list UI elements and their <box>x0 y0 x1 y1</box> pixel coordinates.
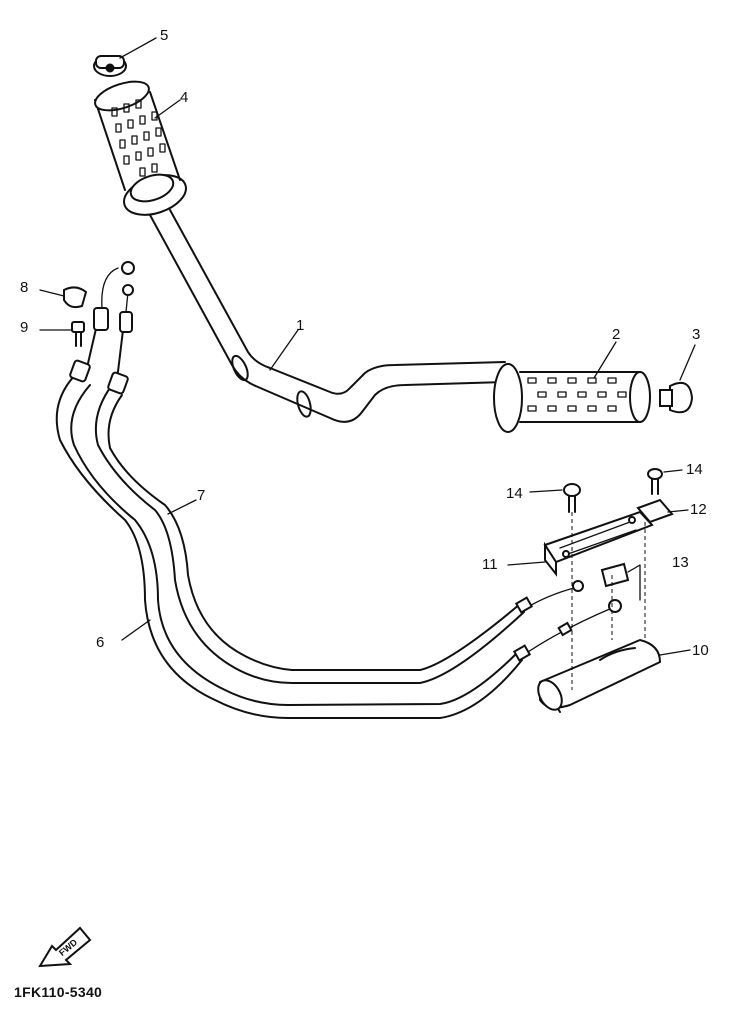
callout-8: 8 <box>20 279 29 296</box>
guide-bolt <box>71 321 85 347</box>
callout-10: 10 <box>692 642 709 659</box>
right-grip <box>493 363 651 433</box>
drawing-code: 1FK110-5340 <box>14 984 103 1000</box>
callout-1: 1 <box>296 317 305 334</box>
callout-2: 2 <box>612 326 621 343</box>
callout-7: 7 <box>197 487 206 504</box>
callout-14-left: 14 <box>506 485 523 502</box>
plate <box>636 498 674 524</box>
housing-cap <box>543 510 654 577</box>
callout-4: 4 <box>180 89 189 106</box>
callout-6: 6 <box>96 634 105 651</box>
throttle-housing <box>537 638 662 713</box>
screw-left <box>563 483 581 513</box>
block <box>600 562 630 588</box>
screw-right <box>647 468 663 495</box>
throttle-cables <box>55 261 622 719</box>
left-grip-end <box>93 55 127 77</box>
fwd-arrow-icon: FWD <box>38 926 92 968</box>
cable-guide <box>63 286 88 309</box>
leader-lines <box>39 37 696 656</box>
right-grip-end <box>659 382 694 414</box>
callout-9: 9 <box>20 319 29 336</box>
handlebar <box>149 209 506 423</box>
left-grip <box>94 80 187 216</box>
callout-5: 5 <box>160 27 169 44</box>
callout-3: 3 <box>692 326 701 343</box>
callout-11: 11 <box>482 556 498 573</box>
callout-14-right: 14 <box>686 461 703 478</box>
callout-13: 13 <box>672 554 689 571</box>
callout-12: 12 <box>690 501 707 518</box>
assembly-lines <box>571 512 646 690</box>
